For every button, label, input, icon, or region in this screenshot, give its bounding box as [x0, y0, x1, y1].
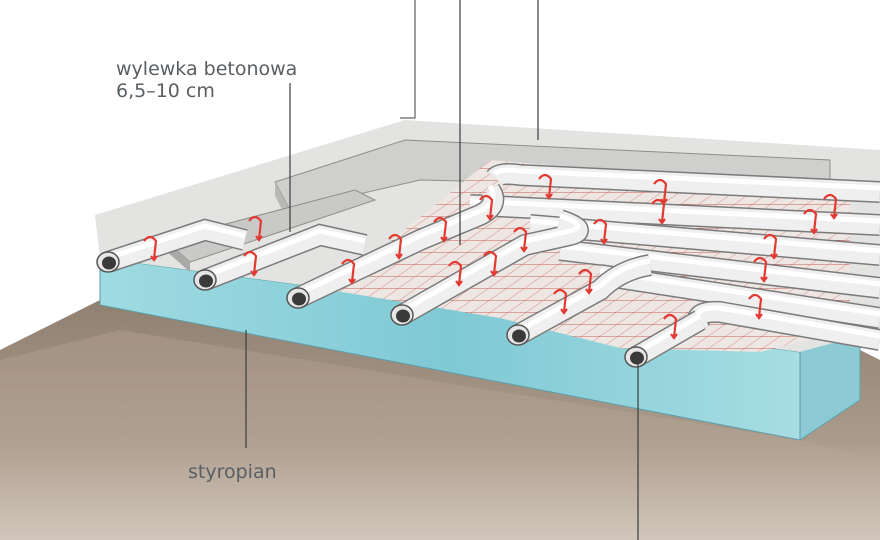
clip-2	[248, 215, 263, 242]
pipe-front-5	[512, 254, 653, 345]
clip-20	[748, 293, 763, 320]
clip-11	[553, 288, 568, 315]
styrofoam-layer	[99, 257, 861, 441]
clip-22	[823, 193, 838, 220]
clip-7	[479, 194, 494, 221]
clip-6	[433, 216, 448, 243]
pipe-end-5	[506, 324, 530, 346]
clip-16	[593, 218, 608, 245]
pipe-end-6	[624, 346, 648, 368]
pipe-end-3	[286, 287, 310, 309]
clip-19	[753, 256, 768, 283]
pipe-front-6	[630, 310, 706, 367]
pipe-back-4	[558, 239, 880, 299]
pipe-front-2	[200, 223, 368, 291]
clip-10	[483, 250, 498, 277]
label-concrete-line2: 6,5–10 cm	[116, 80, 215, 102]
clip-1	[143, 235, 158, 262]
clip-3	[243, 250, 258, 277]
clip-5	[388, 233, 403, 260]
pipe-end-1	[96, 251, 120, 273]
pipe-back-2	[469, 194, 880, 236]
label-styrofoam: styropian	[188, 461, 277, 483]
clip-9	[513, 226, 528, 253]
pipe-end-4	[390, 304, 414, 326]
clip-4	[341, 258, 356, 285]
pipe-back-5	[598, 264, 880, 329]
clip-13	[538, 173, 553, 200]
clip-12	[578, 268, 593, 295]
label-concrete-screed: wylewka betonowa 6,5–10 cm	[116, 58, 297, 102]
pipe-front-4	[396, 209, 589, 325]
clip-17	[763, 233, 778, 260]
clip-21	[663, 313, 678, 340]
clip-15	[651, 198, 666, 225]
pipe-end-2	[193, 269, 217, 291]
pipe-back-1	[486, 163, 880, 203]
leader-lines	[245, 0, 639, 540]
clip-8	[448, 260, 463, 287]
pipe-clips	[143, 173, 838, 340]
clip-18	[803, 208, 818, 235]
pipe-front-1	[104, 218, 248, 273]
label-concrete-line1: wylewka betonowa	[116, 58, 298, 80]
